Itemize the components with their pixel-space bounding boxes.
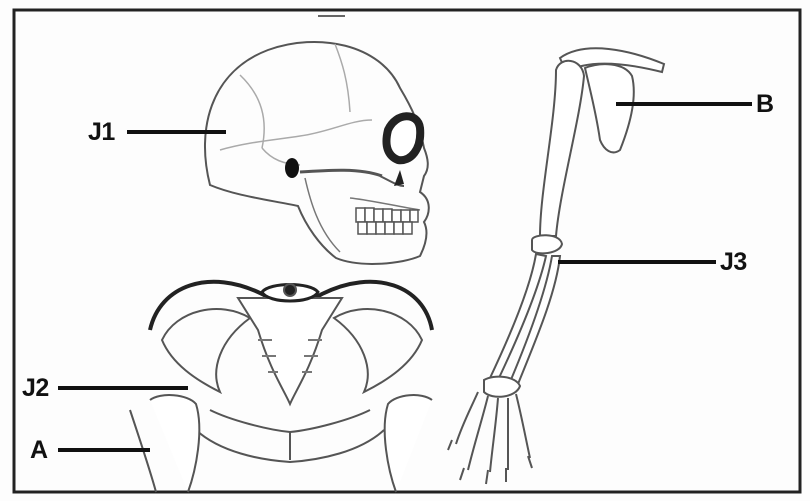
label-a: A [30,438,48,463]
label-b: B [756,92,774,117]
teeth [356,208,418,234]
label-j3: J3 [720,250,747,275]
label-j2: J2 [22,376,49,401]
label-j1: J1 [88,120,115,145]
